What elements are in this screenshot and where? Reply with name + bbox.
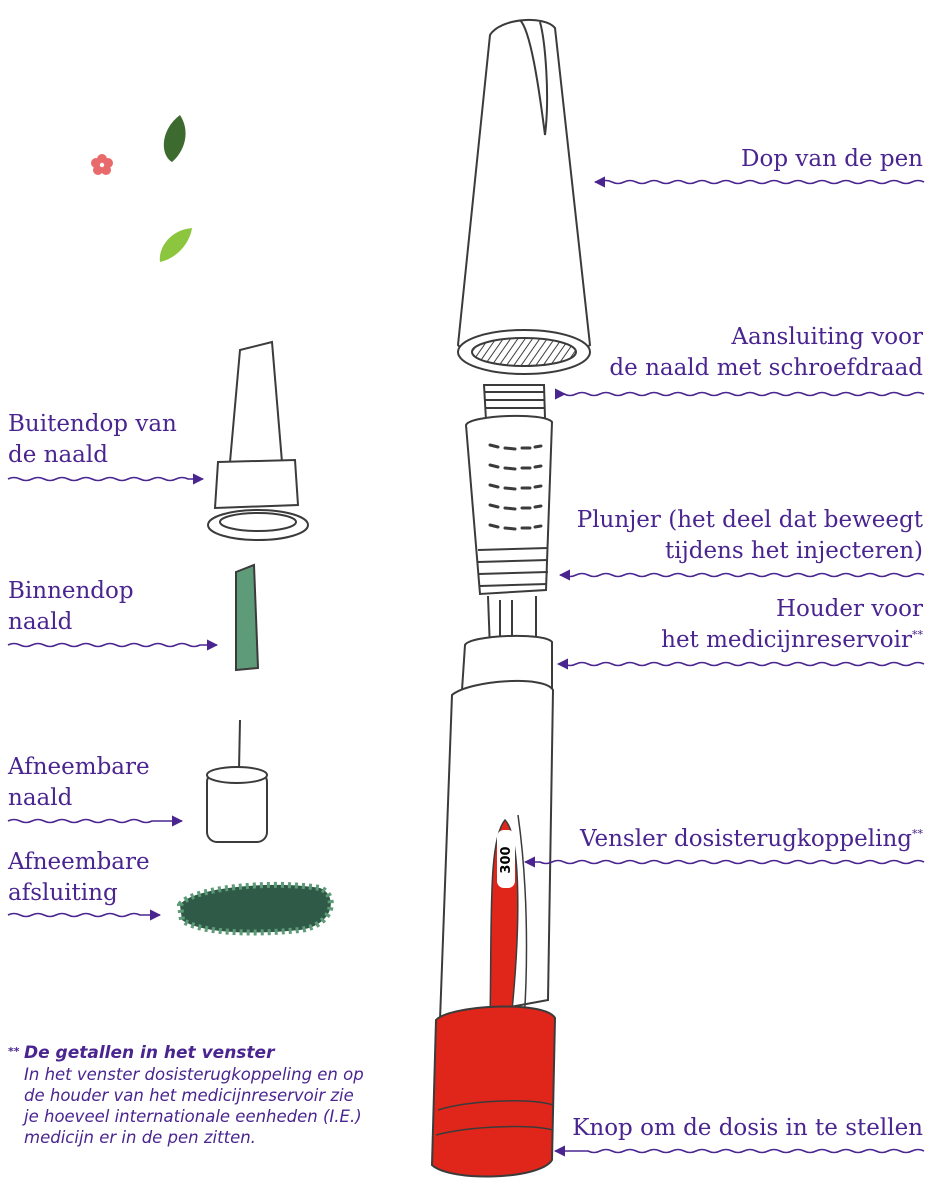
arrow-dose-button	[555, 1150, 924, 1153]
label-plunger-line2: tijdens het injecteren)	[577, 536, 923, 567]
label-pen-cap: Dop van de pen	[741, 144, 923, 175]
label-seal-line1: Afneembare	[8, 847, 150, 878]
pen-cap	[458, 20, 590, 374]
label-dose-window-text: Vensler dosisterugkoppeling	[580, 826, 912, 852]
label-needle-thread-line1: Aansluiting voor	[609, 322, 923, 353]
footnote-mark: **	[912, 628, 923, 641]
label-needle: Afneembare naald	[8, 752, 150, 814]
arrow-outer-cap	[8, 478, 203, 481]
footnote-stars: **	[8, 1041, 20, 1062]
removable-needle	[207, 720, 267, 842]
label-plunger-line1: Plunjer (het deel dat beweegt	[577, 505, 923, 536]
label-outer-cap: Buitendop van de naald	[8, 409, 177, 471]
dose-button	[432, 1006, 555, 1176]
arrow-pen-cap	[595, 181, 924, 184]
footnote: ** De getallen in het venster In het ven…	[8, 1043, 368, 1148]
label-outer-cap-line2: de naald	[8, 440, 177, 471]
outer-needle-cap	[208, 342, 308, 540]
label-reservoir-holder-line2-wrap: het medicijnreservoir**	[661, 625, 923, 656]
label-dose-button-text: Knop om de dosis in te stellen	[572, 1115, 923, 1141]
arrow-inner-cap	[8, 644, 217, 647]
label-seal: Afneembare afsluiting	[8, 847, 150, 909]
reservoir-holder	[462, 596, 552, 690]
plunger	[466, 416, 552, 594]
label-reservoir-holder: Houder voor het medicijnreservoir**	[661, 594, 923, 656]
removable-seal	[180, 885, 331, 933]
inner-needle-cap	[236, 565, 258, 670]
decoration	[91, 115, 192, 262]
arrow-reservoir-holder	[558, 663, 924, 666]
label-inner-cap-line2: naald	[8, 607, 134, 638]
footnote-body: In het venster dosisterugkoppeling en op…	[8, 1064, 368, 1148]
label-needle-line2: naald	[8, 783, 150, 814]
arrow-plunger	[560, 574, 924, 577]
label-dose-window: Vensler dosisterugkoppeling**	[580, 824, 923, 855]
label-plunger: Plunjer (het deel dat beweegt tijdens he…	[577, 505, 923, 567]
label-reservoir-holder-line2: het medicijnreservoir	[661, 627, 912, 653]
light-leaf-icon	[160, 228, 192, 262]
needle-thread-connector	[484, 385, 545, 420]
flower-icon	[91, 154, 113, 175]
label-needle-thread: Aansluiting voor de naald met schroefdra…	[609, 322, 923, 384]
dose-display-value: 300	[499, 846, 514, 873]
label-seal-line2: afsluiting	[8, 878, 150, 909]
arrow-needle-thread	[564, 393, 924, 396]
footnote-mark: **	[912, 827, 923, 840]
label-reservoir-holder-line1: Houder voor	[661, 594, 923, 625]
arrow-seal	[8, 914, 160, 917]
label-dose-button: Knop om de dosis in te stellen	[572, 1113, 923, 1144]
label-inner-cap-line1: Binnendop	[8, 576, 134, 607]
arrow-needle	[8, 820, 182, 823]
label-needle-line1: Afneembare	[8, 752, 150, 783]
dark-leaf-icon	[164, 115, 186, 162]
label-needle-thread-line2: de naald met schroefdraad	[609, 353, 923, 384]
footnote-title: De getallen in het venster	[24, 1043, 368, 1064]
pen-body: 300	[432, 681, 555, 1177]
label-outer-cap-line1: Buitendop van	[8, 409, 177, 440]
label-inner-cap: Binnendop naald	[8, 576, 134, 638]
label-pen-cap-text: Dop van de pen	[741, 146, 923, 172]
arrow-dose-window	[525, 861, 924, 864]
